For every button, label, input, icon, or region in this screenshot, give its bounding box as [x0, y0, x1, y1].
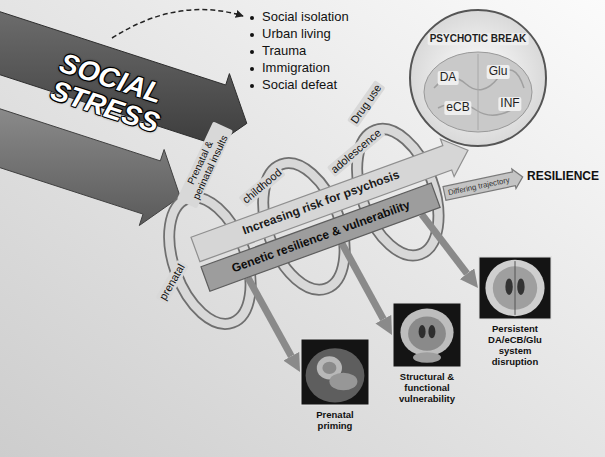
list-text: Immigration — [262, 60, 330, 75]
band-outline — [201, 183, 440, 291]
ventricle — [419, 325, 426, 338]
uterus-shape — [306, 348, 365, 402]
list-item: Social defeat — [250, 76, 337, 93]
system-label: INF — [498, 97, 521, 111]
bullet-dot — [250, 50, 254, 54]
picture-frame — [301, 339, 370, 406]
brain-axial — [485, 260, 544, 316]
list-text: Urban living — [262, 26, 331, 41]
bullet-dot — [250, 84, 254, 88]
white-matter — [408, 317, 446, 351]
connector-arrow — [342, 243, 383, 319]
connector-arrow — [422, 214, 467, 273]
picture-frame — [479, 257, 552, 320]
list-item: Trauma — [250, 42, 306, 59]
dashed-arrow — [112, 10, 243, 38]
picture-frame — [393, 303, 462, 368]
connector-arrow — [248, 278, 291, 357]
outcome-title: PSYCHOTIC BREAK — [428, 33, 529, 45]
list-item: Social isolation — [250, 8, 349, 25]
bullet-dot — [250, 67, 254, 71]
band-label: Genetic resilience & vulnerability — [230, 199, 412, 276]
system-label: eCB — [444, 101, 471, 115]
brain-shape — [424, 52, 532, 132]
brain-scan-picture — [392, 302, 462, 368]
brain-scan-picture — [478, 256, 552, 320]
image-panel: Structural & functional vulnerability — [392, 302, 462, 404]
image-caption: Persistent DA/eCB/Glu system disruption — [478, 323, 552, 367]
fetal-body — [329, 373, 357, 391]
brain-illustration — [408, 8, 548, 148]
list-item: Immigration — [250, 59, 330, 76]
outcome-circle: PSYCHOTIC BREAK DA Glu eCB INF — [408, 8, 548, 148]
outcome-label: RESILIENCE — [527, 170, 599, 184]
brain-midline — [478, 54, 479, 130]
brain-scan-picture — [300, 338, 370, 406]
circle-outline — [410, 10, 546, 146]
list-text: Social defeat — [262, 77, 337, 92]
image-caption: Structural & functional vulnerability — [392, 371, 462, 404]
image-panel: Persistent DA/eCB/Glu system disruption — [478, 256, 552, 367]
list-text: Social isolation — [262, 9, 349, 24]
brain-coronal — [400, 309, 453, 357]
image-caption: Prenatal priming — [300, 409, 370, 431]
band-outline — [443, 169, 523, 200]
fetal-brain — [322, 362, 336, 374]
image-panel: Prenatal priming — [300, 338, 370, 431]
bullet-dot — [250, 16, 254, 20]
system-label: DA — [438, 71, 459, 85]
list-text: Trauma — [262, 43, 306, 58]
list-item: Urban living — [250, 25, 331, 42]
ventricle — [428, 325, 435, 338]
bullet-dot — [250, 33, 254, 37]
system-label: Glu — [487, 65, 510, 79]
cerebellum — [413, 352, 441, 363]
brain-gyri — [434, 70, 524, 90]
trajectory-band: Differing trajectory — [440, 166, 526, 203]
trajectory-band: Genetic resilience & vulnerability — [198, 180, 443, 294]
ventricle — [517, 278, 524, 295]
ventricle — [505, 278, 512, 295]
midline — [515, 261, 516, 315]
